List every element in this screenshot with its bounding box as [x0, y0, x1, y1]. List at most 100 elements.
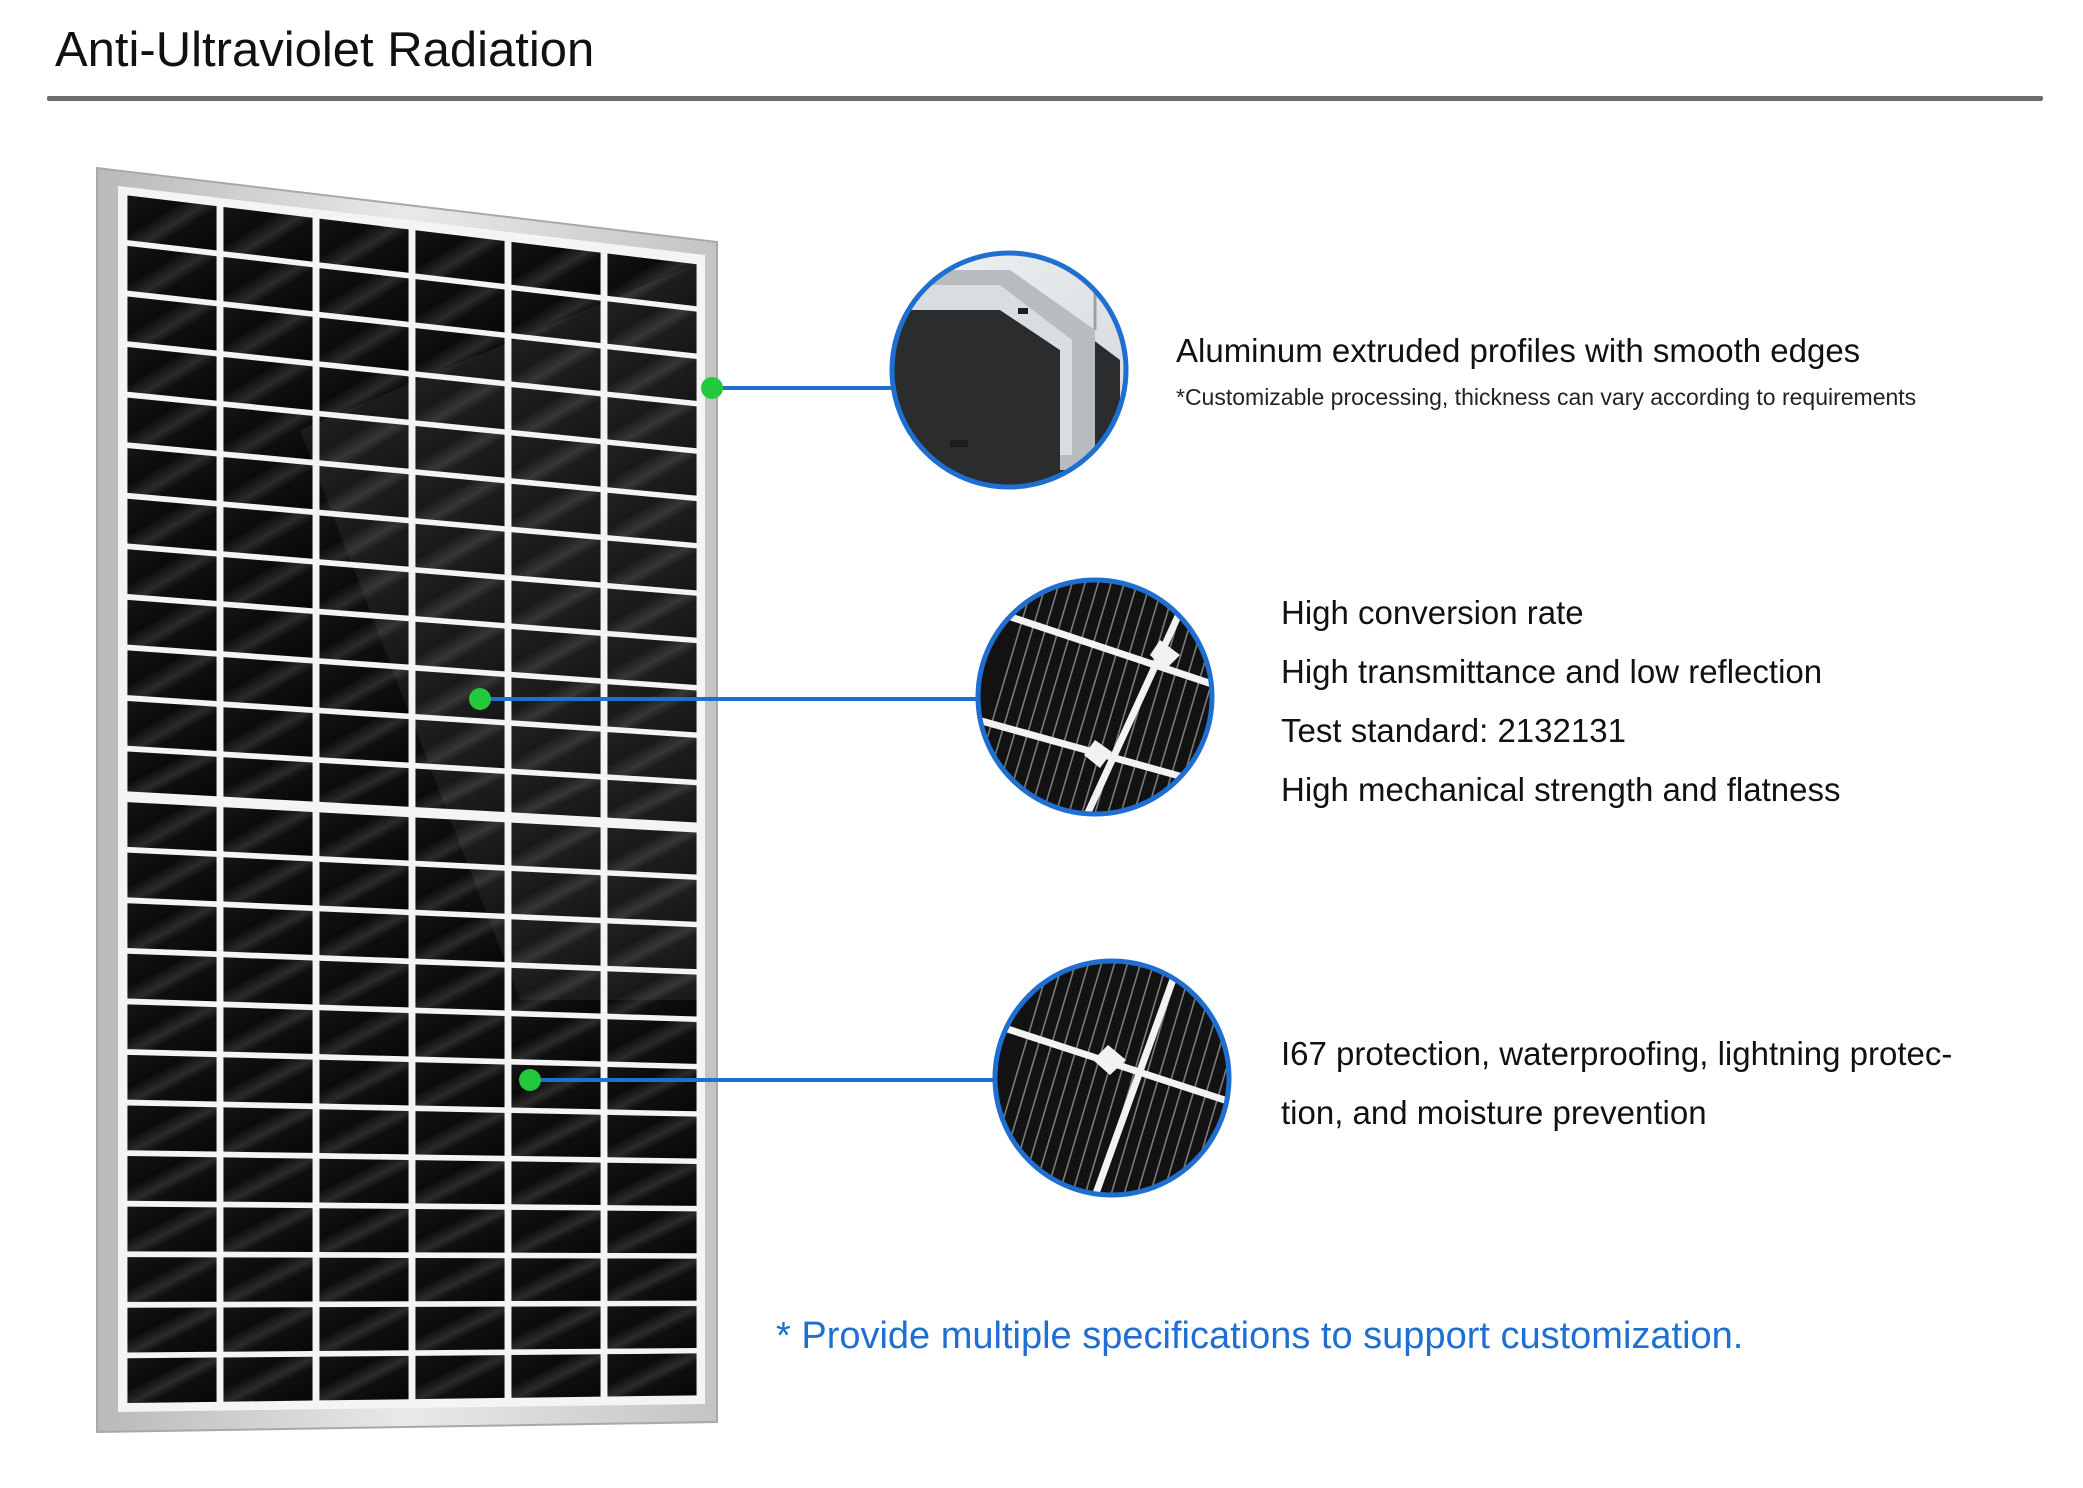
solar-cell	[319, 663, 409, 714]
cell-finger-line	[1037, 580, 1119, 814]
cell-finger-line	[995, 961, 1056, 1195]
feature-frame-heading: Aluminum extruded profiles with smooth e…	[1176, 332, 1861, 369]
solar-cell	[607, 1210, 697, 1254]
solar-cell	[319, 960, 409, 1008]
solar-cell	[607, 827, 697, 875]
solar-cell	[127, 1105, 217, 1152]
solar-cell	[127, 397, 217, 451]
solar-cell	[223, 357, 313, 411]
feature-line-conversion: High conversion rate	[1281, 594, 1584, 631]
solar-cell	[319, 515, 409, 567]
callout-cell-closeup	[469, 577, 1215, 817]
solar-cell	[415, 964, 505, 1011]
solar-cell	[127, 700, 217, 752]
solar-cell	[127, 195, 217, 251]
solar-cell	[511, 725, 601, 774]
cell-finger-line	[1052, 961, 1134, 1195]
cell-closeup-icon	[978, 580, 1212, 814]
solar-cell	[319, 564, 409, 616]
solar-cell	[607, 1019, 697, 1064]
solar-cell	[223, 607, 313, 658]
customization-note: * Provide multiple specifications to sup…	[776, 1315, 1744, 1357]
solar-cell	[223, 707, 313, 757]
solar-cell	[511, 871, 601, 918]
solar-cell	[415, 768, 505, 813]
solar-cell	[127, 650, 217, 701]
feature-line-transmittance: High transmittance and low reflection	[1281, 653, 1823, 690]
solar-cell	[223, 1157, 313, 1203]
solar-cell	[223, 907, 313, 955]
solar-cell	[415, 572, 505, 623]
solar-cell	[319, 317, 409, 371]
solar-cell	[319, 218, 409, 273]
solar-cell	[127, 751, 217, 797]
solar-cell	[319, 1109, 409, 1155]
solar-cell	[319, 1257, 409, 1302]
solar-cell	[223, 407, 313, 460]
solar-cell	[127, 1054, 217, 1102]
solar-cell	[415, 719, 505, 769]
solar-cell	[127, 599, 217, 651]
feature-line-protection-1: I67 protection, waterproofing, lightning…	[1281, 1035, 1953, 1072]
solar-cell	[223, 457, 313, 510]
solar-cell	[127, 549, 217, 601]
solar-cell	[511, 1209, 601, 1253]
solar-cell	[223, 1307, 313, 1352]
solar-cell	[607, 684, 697, 733]
feature-line-test-standard: Test standard: 2132131	[1281, 712, 1626, 749]
solar-cell	[511, 532, 601, 583]
solar-cell	[319, 1208, 409, 1253]
solar-cell	[127, 448, 217, 501]
solar-cell	[511, 387, 601, 439]
solar-cell	[607, 779, 697, 823]
cell-closeup-icon-2	[995, 961, 1229, 1195]
feature-frame-note: *Customizable processing, thickness can …	[1176, 384, 1917, 410]
frame-corner-icon	[892, 253, 1126, 487]
cell-finger-line	[1050, 580, 1132, 814]
solar-cell	[319, 1010, 409, 1057]
callout-ring-3	[992, 958, 1232, 1198]
solar-cell	[607, 301, 697, 354]
solar-cell	[127, 296, 217, 351]
solar-cell	[415, 425, 505, 478]
solar-cell	[223, 307, 313, 361]
solar-cell	[223, 1007, 313, 1054]
solar-cell	[223, 1107, 313, 1153]
title-divider	[47, 96, 2043, 101]
solar-cell	[511, 919, 601, 966]
solar-cell	[607, 397, 697, 449]
solar-cell	[607, 349, 697, 401]
solar-cell	[415, 1257, 505, 1302]
page-title: Anti-Ultraviolet Radiation	[55, 23, 595, 77]
solar-cell	[415, 1111, 505, 1156]
solar-cell	[127, 1004, 217, 1052]
solar-cell	[415, 523, 505, 575]
solar-cell	[511, 677, 601, 727]
solar-cell	[127, 498, 217, 551]
solar-cell	[223, 206, 313, 262]
solar-cell	[415, 474, 505, 527]
solar-cell	[127, 903, 217, 952]
solar-cell	[223, 807, 313, 856]
solar-cell	[223, 657, 313, 708]
solar-cell	[511, 338, 601, 391]
marker-dot-2	[469, 688, 491, 710]
solar-cell	[223, 1057, 313, 1104]
solar-cell	[319, 713, 409, 763]
solar-cell	[607, 923, 697, 970]
marker-dot-1	[701, 377, 723, 399]
solar-cell	[223, 1356, 313, 1402]
cell-finger-line	[1024, 580, 1106, 814]
solar-cell	[511, 435, 601, 487]
feature-line-strength: High mechanical strength and flatness	[1281, 771, 1841, 808]
solar-cell	[607, 732, 697, 780]
solar-cell	[607, 444, 697, 496]
solar-cell	[607, 492, 697, 543]
solar-cell	[607, 1067, 697, 1112]
solar-cell	[415, 1160, 505, 1205]
feature-protection: I67 protection, waterproofing, lightning…	[1281, 1024, 1952, 1142]
solar-cell	[511, 483, 601, 535]
solar-cell	[415, 1062, 505, 1108]
solar-cell	[127, 1156, 217, 1202]
